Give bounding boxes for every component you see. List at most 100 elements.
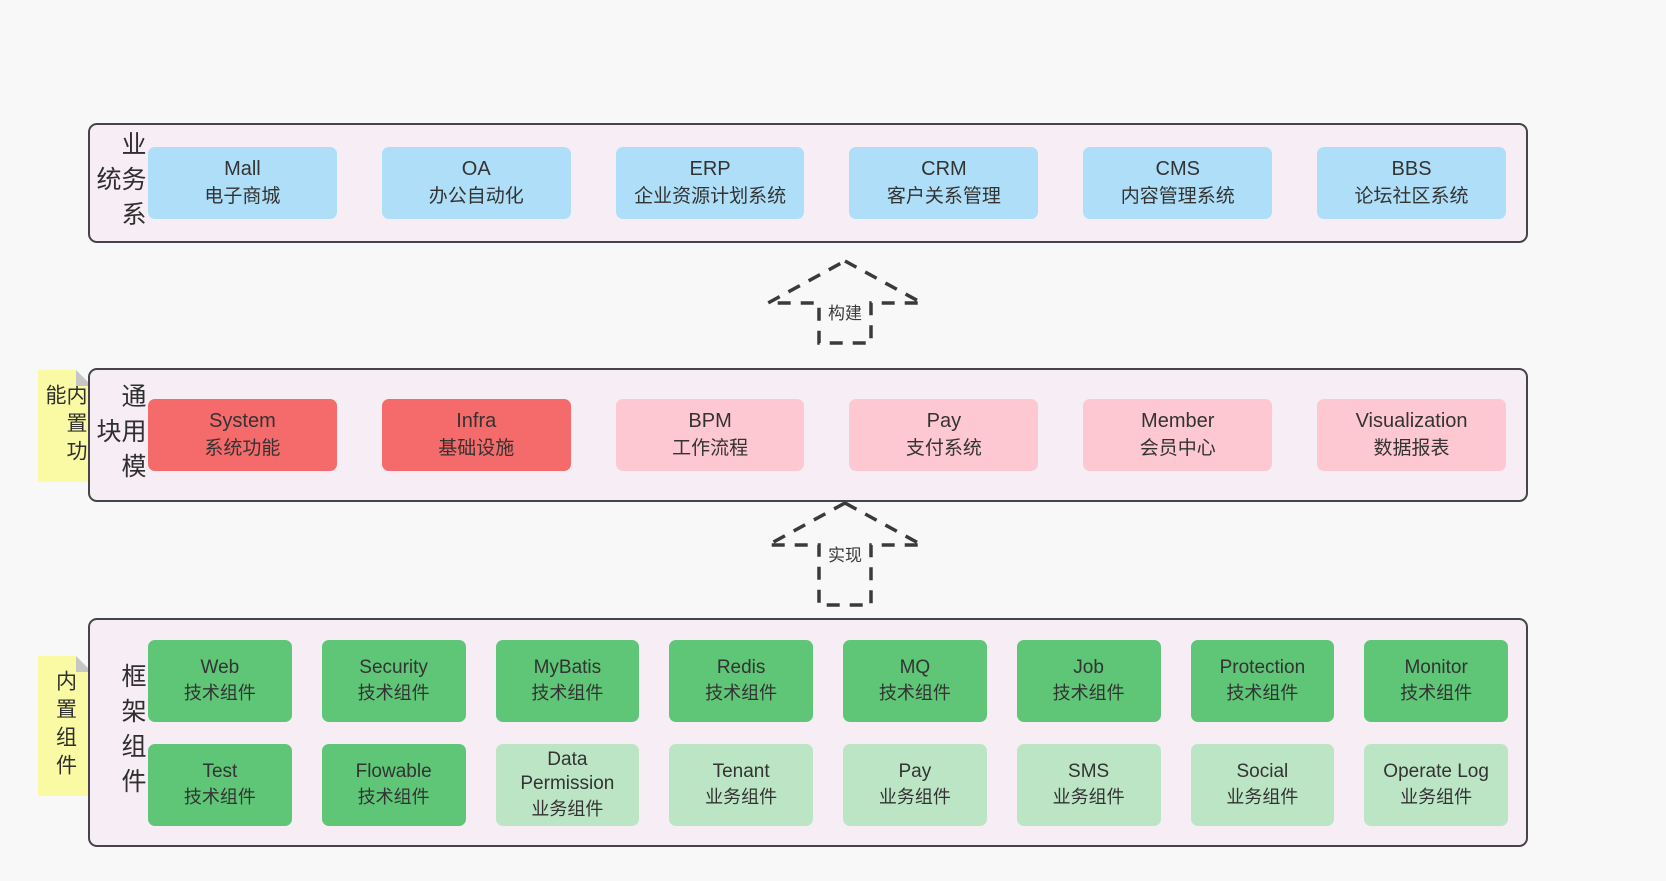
box-flowable: Flowable 技术组件 xyxy=(321,743,466,826)
common-modules-label: 通用模块 xyxy=(93,382,146,488)
box-mybatis: MyBatis 技术组件 xyxy=(495,639,640,722)
business-systems-boxes: Mall 电子商城 OA 办公自动化 ERP 企业资源计划系统 CRM 客户关系… xyxy=(144,147,1526,219)
box-subtitle: 业务组件 xyxy=(1400,786,1473,807)
box-subtitle: 数据报表 xyxy=(1373,438,1450,460)
box-social: Social 业务组件 xyxy=(1190,743,1335,826)
built-in-functions-tag: 内置功能 xyxy=(38,370,92,482)
box-infra: Infra 基础设施 xyxy=(381,399,571,471)
box-title: SMS xyxy=(1068,760,1110,782)
implement-arrow-label: 实现 xyxy=(825,540,865,567)
box-title: Security xyxy=(359,656,428,678)
box-title: Mall xyxy=(224,158,261,181)
box-bbs: BBS 论坛社区系统 xyxy=(1317,147,1506,219)
box-subtitle: 技术组件 xyxy=(183,682,256,703)
box-title: CRM xyxy=(921,158,967,181)
box-title: Protection xyxy=(1219,656,1306,678)
implement-arrow: 实现 xyxy=(765,500,925,608)
business-systems-label: 业务系统 xyxy=(93,130,146,236)
box-title: MQ xyxy=(899,656,931,678)
box-subtitle: 技术组件 xyxy=(357,786,430,807)
box-subtitle: 电子商城 xyxy=(204,186,281,208)
box-subtitle: 技术组件 xyxy=(705,682,778,703)
box-web: Web 技术组件 xyxy=(148,639,292,722)
box-title: Job xyxy=(1073,656,1104,678)
box-tenant: Tenant 业务组件 xyxy=(669,743,813,826)
box-title: Social xyxy=(1236,760,1289,782)
box-subtitle: 业务组件 xyxy=(1052,786,1125,807)
box-subtitle: 技术组件 xyxy=(1400,682,1473,703)
box-erp: ERP 企业资源计划系统 xyxy=(615,147,805,219)
box-subtitle: 企业资源计划系统 xyxy=(634,186,787,208)
box-subtitle: 技术组件 xyxy=(1052,682,1125,703)
box-mall: Mall 电子商城 xyxy=(148,147,337,219)
tag-text: 内置组件 xyxy=(53,670,77,782)
box-subtitle: 技术组件 xyxy=(1226,682,1299,703)
box-subtitle: 内容管理系统 xyxy=(1120,186,1235,208)
box-title: CMS xyxy=(1155,158,1200,181)
box-subtitle: 系统功能 xyxy=(204,438,281,460)
box-pay-component: Pay 业务组件 xyxy=(843,743,987,826)
box-subtitle: 业务组件 xyxy=(1226,786,1299,807)
box-redis: Redis 技术组件 xyxy=(669,639,813,722)
common-modules-panel: 通用模块 System 系统功能 Infra 基础设施 BPM 工作流程 Pay… xyxy=(88,368,1528,502)
box-subtitle: 会员中心 xyxy=(1139,438,1216,460)
business-systems-panel: 业务系统 Mall 电子商城 OA 办公自动化 ERP 企业资源计划系统 CRM… xyxy=(88,123,1528,243)
box-subtitle: 技术组件 xyxy=(357,682,430,703)
box-subtitle: 办公自动化 xyxy=(428,186,524,208)
box-title: System xyxy=(209,410,276,433)
box-subtitle: 论坛社区系统 xyxy=(1354,186,1469,208)
box-security: Security 技术组件 xyxy=(321,639,466,722)
built-in-components-tag: 内置组件 xyxy=(38,656,92,796)
box-title: Visualization xyxy=(1355,410,1468,433)
box-operate-log: Operate Log 业务组件 xyxy=(1364,743,1508,826)
box-member: Member 会员中心 xyxy=(1083,399,1273,471)
up-arrow-icon xyxy=(767,501,923,607)
box-title: Flowable xyxy=(355,760,432,782)
box-sms: SMS 业务组件 xyxy=(1016,743,1161,826)
box-title: Pay xyxy=(926,410,962,433)
box-monitor: Monitor 技术组件 xyxy=(1364,639,1508,722)
box-title: Data Permission xyxy=(520,749,615,794)
box-data-permission: Data Permission 业务组件 xyxy=(495,743,640,826)
box-title: Test xyxy=(202,760,238,782)
box-subtitle: 客户关系管理 xyxy=(886,186,1001,208)
framework-components-grid: Web 技术组件 Security 技术组件 MyBatis 技术组件 Redi… xyxy=(144,639,1526,826)
box-subtitle: 支付系统 xyxy=(905,438,982,460)
box-subtitle: 技术组件 xyxy=(183,786,256,807)
box-test: Test 技术组件 xyxy=(148,743,292,826)
box-cms: CMS 内容管理系统 xyxy=(1083,147,1273,219)
box-title: Tenant xyxy=(712,760,770,782)
box-title: Operate Log xyxy=(1383,760,1489,782)
box-title: Redis xyxy=(716,656,766,678)
tag-text: 内置功能 xyxy=(43,384,87,468)
box-subtitle: 业务组件 xyxy=(878,786,951,807)
build-arrow: 构建 xyxy=(765,258,925,346)
box-title: Web xyxy=(200,656,240,678)
box-subtitle: 工作流程 xyxy=(672,438,749,460)
box-subtitle: 基础设施 xyxy=(438,438,515,460)
box-title: Pay xyxy=(898,760,932,782)
box-title: OA xyxy=(461,158,491,181)
framework-row-1: Web 技术组件 Security 技术组件 MyBatis 技术组件 Redi… xyxy=(148,639,1508,722)
box-subtitle: 业务组件 xyxy=(705,786,778,807)
box-title: Member xyxy=(1141,410,1215,433)
build-arrow-label: 构建 xyxy=(825,298,865,325)
box-oa: OA 办公自动化 xyxy=(381,147,571,219)
framework-components-label: 框架组件 xyxy=(118,662,146,803)
box-subtitle: 技术组件 xyxy=(531,682,604,703)
box-crm: CRM 客户关系管理 xyxy=(849,147,1039,219)
box-title: BPM xyxy=(688,410,732,433)
box-title: Infra xyxy=(456,410,497,433)
box-title: ERP xyxy=(689,158,731,181)
box-title: BBS xyxy=(1391,158,1432,181)
box-pay-module: Pay 支付系统 xyxy=(849,399,1039,471)
box-visualization: Visualization 数据报表 xyxy=(1317,399,1506,471)
box-job: Job 技术组件 xyxy=(1016,639,1161,722)
box-subtitle: 业务组件 xyxy=(531,798,604,819)
box-system: System 系统功能 xyxy=(148,399,337,471)
box-title: Monitor xyxy=(1404,656,1468,678)
box-bpm: BPM 工作流程 xyxy=(615,399,805,471)
common-modules-boxes: System 系统功能 Infra 基础设施 BPM 工作流程 Pay 支付系统… xyxy=(144,399,1526,471)
box-mq: MQ 技术组件 xyxy=(843,639,987,722)
framework-row-2: Test 技术组件 Flowable 技术组件 Data Permission … xyxy=(148,743,1508,826)
